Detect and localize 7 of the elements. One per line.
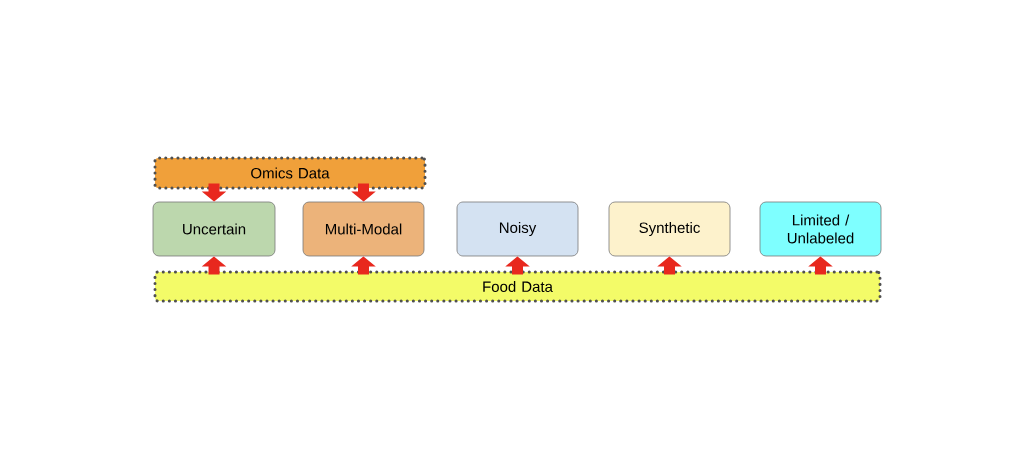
data-band: Omics Data	[153, 156, 427, 190]
category-box: Uncertain	[152, 201, 276, 257]
category-box: Limited / Unlabeled	[759, 201, 882, 257]
data-band: Food Data	[153, 270, 882, 303]
category-box: Multi-Modal	[302, 201, 425, 257]
category-box: Synthetic	[608, 201, 731, 257]
category-box: Noisy	[456, 201, 579, 257]
